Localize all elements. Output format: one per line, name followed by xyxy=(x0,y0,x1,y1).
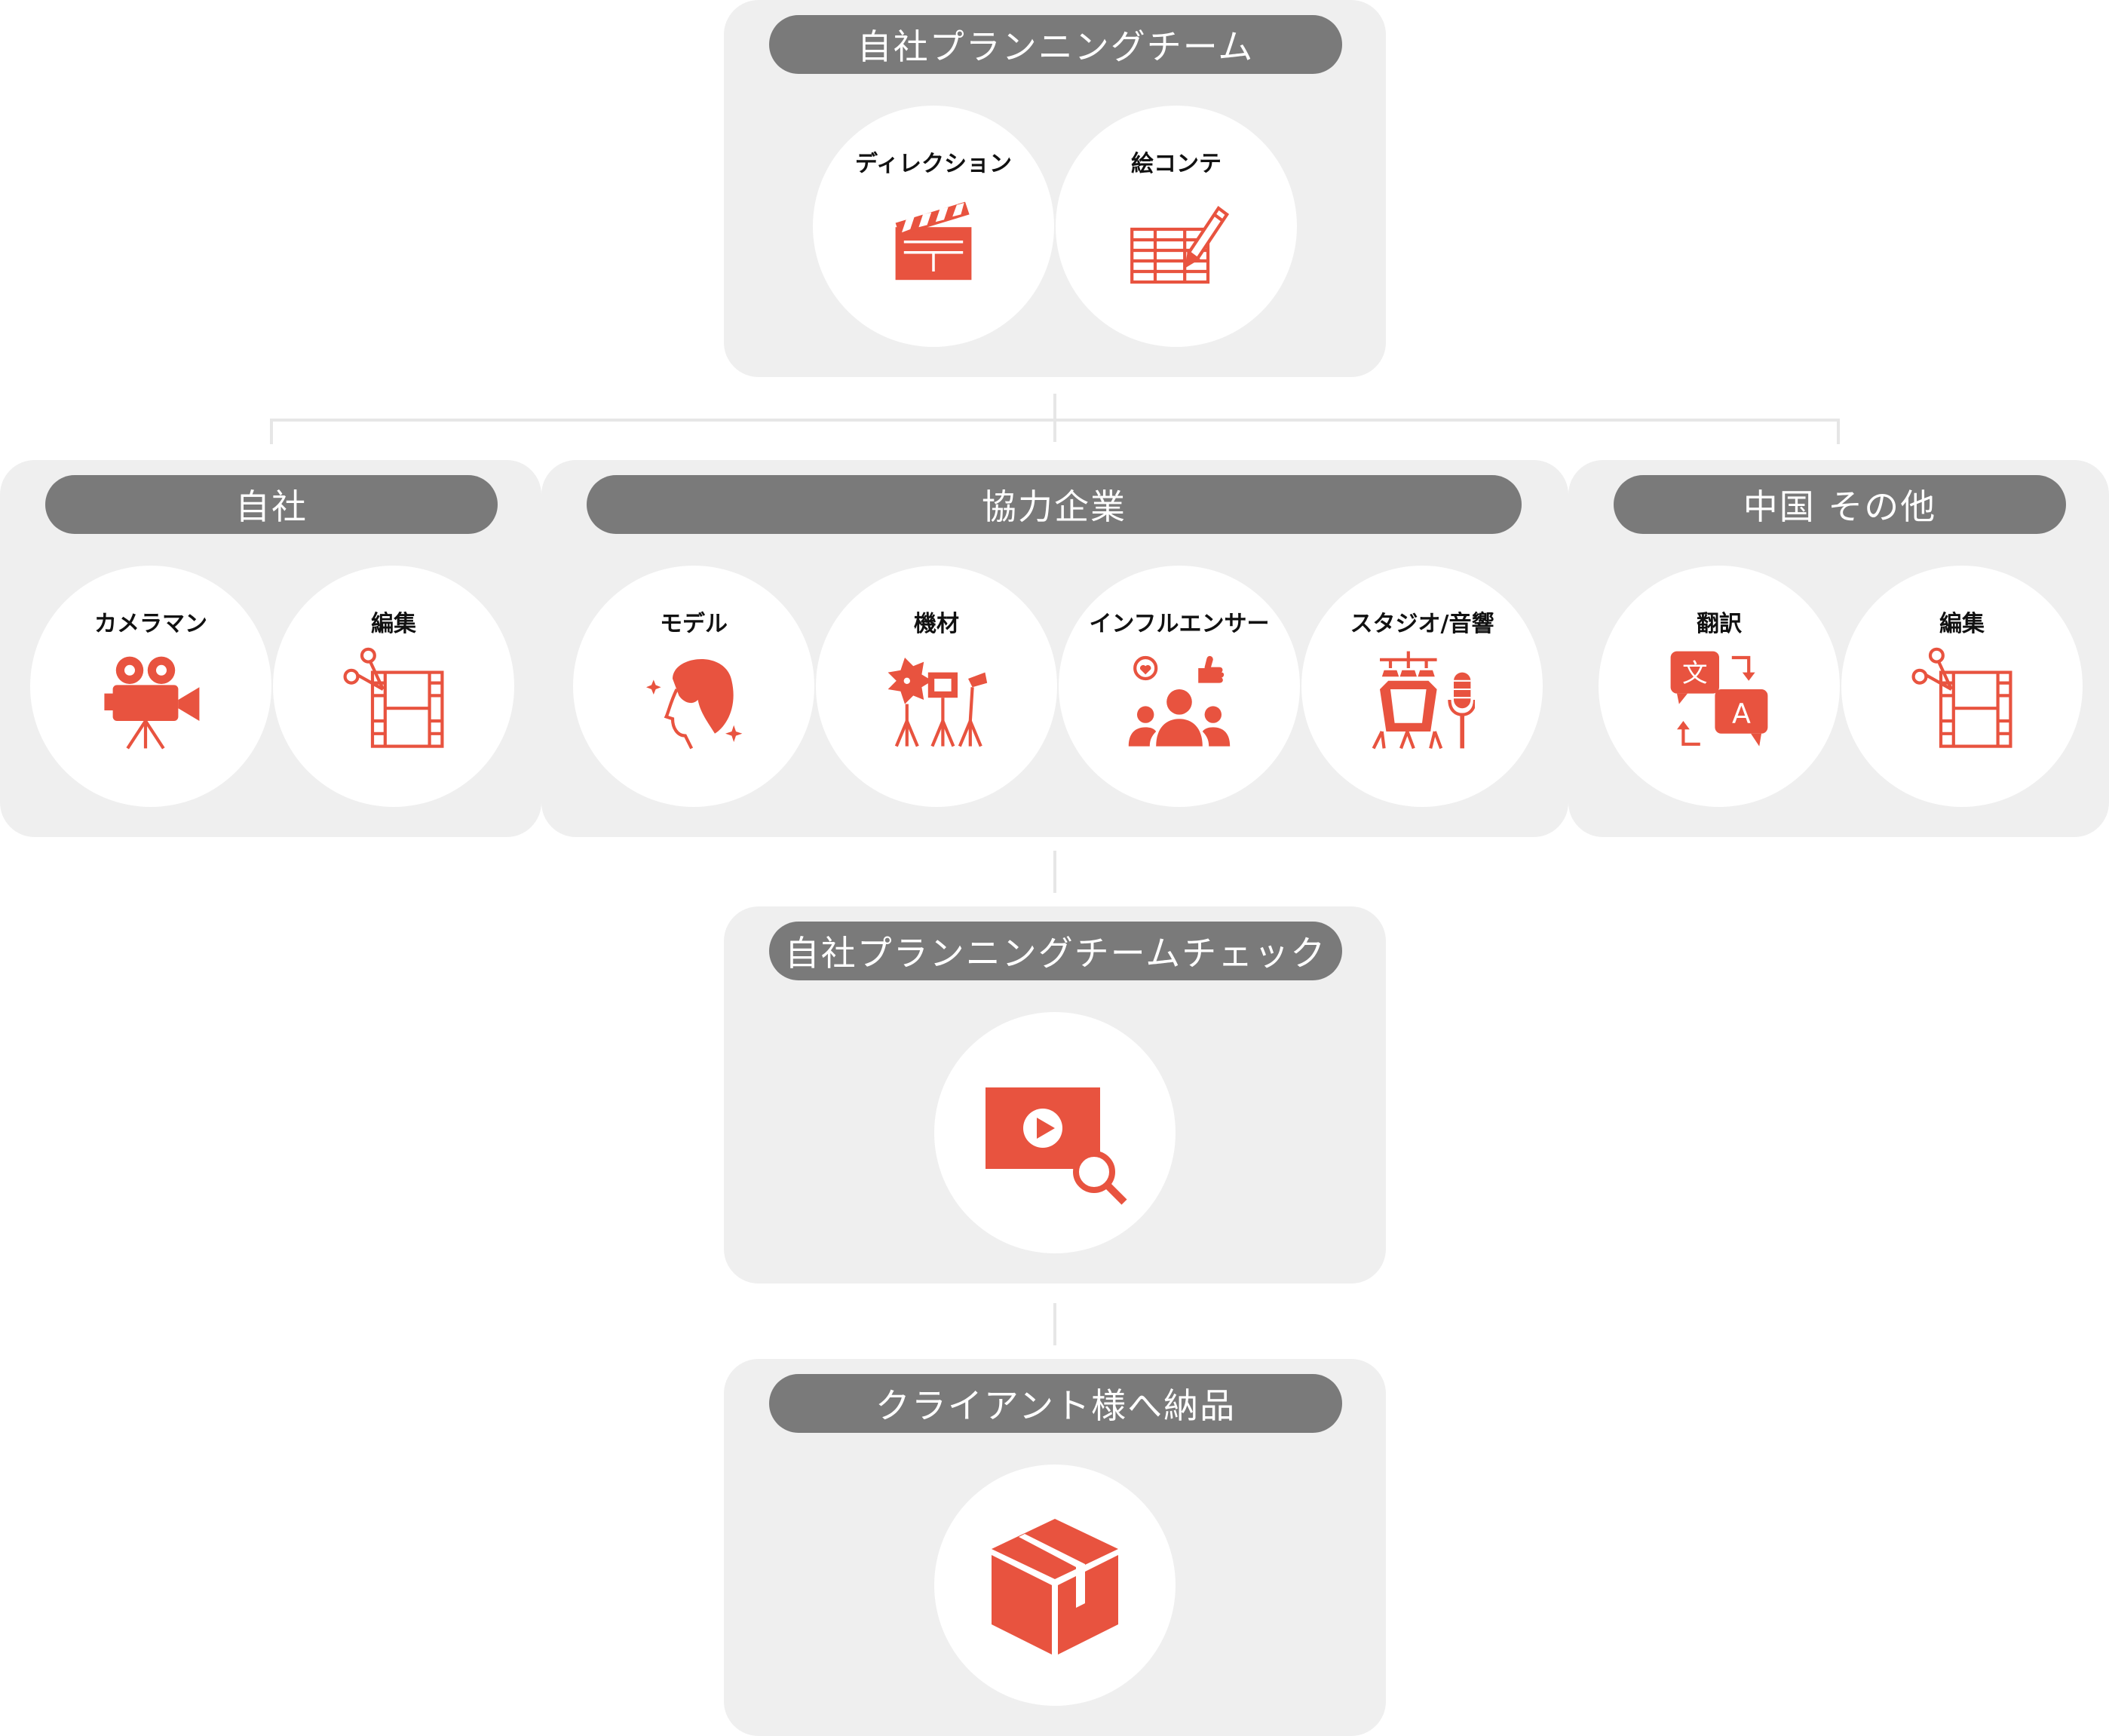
storyboard-item: 絵コンテ xyxy=(1056,106,1297,347)
china-editing-item: 編集 xyxy=(1841,566,2083,807)
lighting-equipment-icon xyxy=(884,647,989,753)
storyboard-pencil-icon xyxy=(1123,187,1229,293)
direction-item: ディレクション xyxy=(813,106,1054,347)
model-face-icon xyxy=(641,647,746,753)
direction-label: ディレクション xyxy=(855,151,1012,177)
equipment-label: 機材 xyxy=(914,611,959,637)
team-check-panel: 自社プランニングチームチェック xyxy=(724,906,1386,1284)
studio-sound-item: スタジオ/音響 xyxy=(1301,566,1543,807)
team-check-title: 自社プランニングチームチェック xyxy=(769,922,1342,980)
video-camera-icon xyxy=(98,647,204,753)
clapperboard-icon xyxy=(881,187,986,293)
svg-text:A: A xyxy=(1732,698,1751,730)
svg-text:文: 文 xyxy=(1682,658,1708,688)
china-title: 中国 その他 xyxy=(1614,475,2066,534)
inhouse-panel: 自社 カメラマン 編集 xyxy=(0,460,541,837)
partners-title: 協力企業 xyxy=(587,475,1522,534)
delivery-circle xyxy=(934,1465,1176,1706)
storyboard-label: 絵コンテ xyxy=(1131,151,1222,177)
film-scissors-icon xyxy=(341,647,446,753)
connector-top-vertical xyxy=(1053,394,1056,442)
equipment-item: 機材 xyxy=(816,566,1057,807)
connector-check-to-delivery xyxy=(1053,1303,1056,1345)
connector-horizontal xyxy=(270,419,1840,422)
translation-label: 翻訳 xyxy=(1697,611,1742,637)
planning-team-title: 自社プランニングチーム xyxy=(769,15,1342,74)
film-scissors-icon xyxy=(1909,647,2015,753)
china-editing-label: 編集 xyxy=(1939,611,1985,637)
model-label: モデル xyxy=(660,611,728,637)
studio-microphone-icon xyxy=(1369,647,1475,753)
delivery-panel: クライアント様へ納品 xyxy=(724,1359,1386,1736)
connector-right-drop xyxy=(1837,419,1840,444)
influencer-group-icon xyxy=(1127,647,1232,753)
influencer-label: インフルエンサー xyxy=(1089,611,1270,637)
translation-item: 翻訳 文 A xyxy=(1599,566,1840,807)
cameraman-label: カメラマン xyxy=(94,611,207,637)
delivery-title: クライアント様へ納品 xyxy=(769,1374,1342,1433)
studio-sound-label: スタジオ/音響 xyxy=(1350,611,1494,637)
video-search-icon xyxy=(979,1057,1130,1208)
cameraman-item: カメラマン xyxy=(30,566,271,807)
inhouse-title: 自社 xyxy=(45,475,498,534)
influencer-item: インフルエンサー xyxy=(1059,566,1300,807)
model-item: モデル xyxy=(573,566,814,807)
connector-middle-to-check xyxy=(1053,851,1056,893)
connector-left-drop xyxy=(270,419,273,444)
china-panel: 中国 その他 翻訳 文 A 編集 xyxy=(1568,460,2109,837)
editing-label: 編集 xyxy=(371,611,416,637)
partners-panel: 協力企業 モデル 機材 xyxy=(541,460,1568,837)
team-check-circle xyxy=(934,1012,1176,1253)
planning-team-panel: 自社プランニングチーム ディレクション 絵コンテ xyxy=(724,0,1386,377)
translation-icon: 文 A xyxy=(1666,647,1772,753)
package-box-icon xyxy=(979,1510,1130,1661)
editing-item: 編集 xyxy=(273,566,514,807)
